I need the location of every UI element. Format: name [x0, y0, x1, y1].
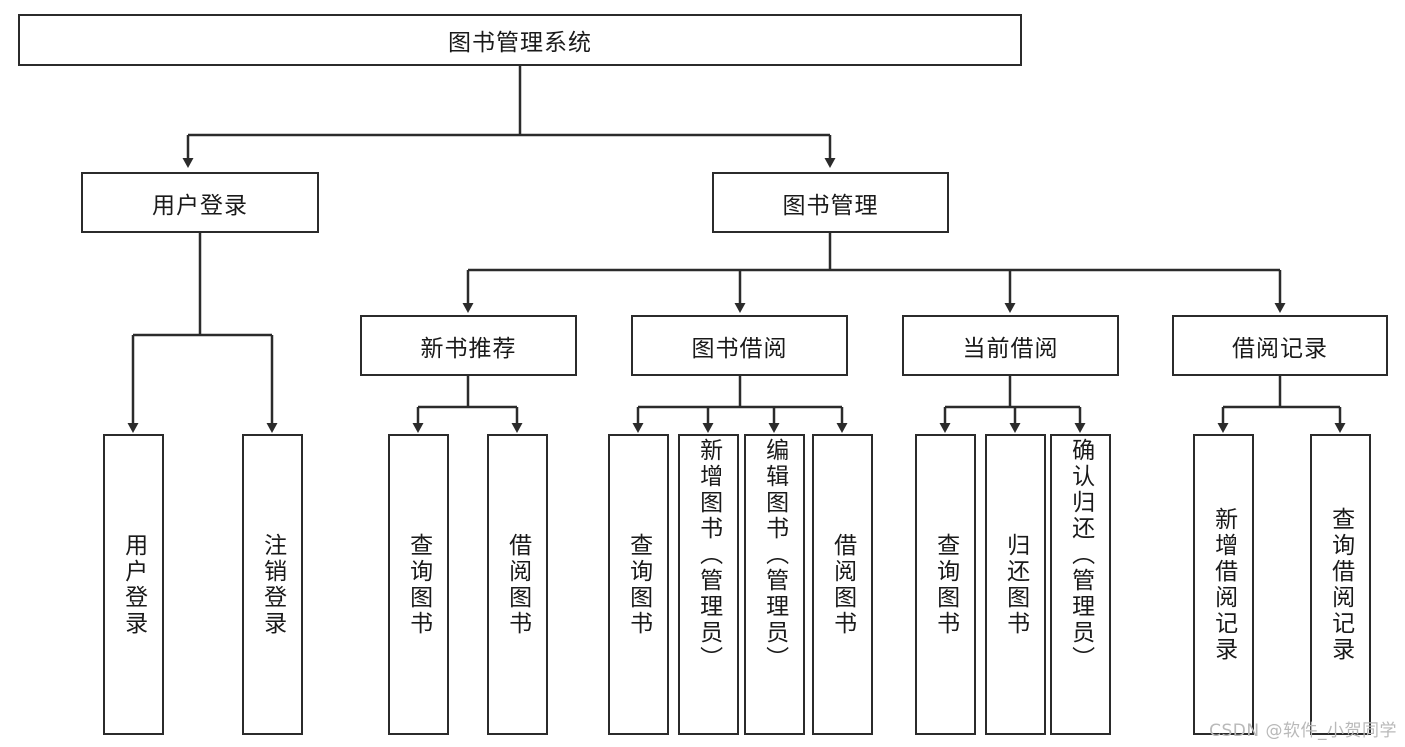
watermark-text: CSDN @软件_小贺同学	[1209, 721, 1397, 741]
leaf-book-borrow-query-book[interactable]: 查询图书	[608, 434, 669, 735]
leaf-label: 查询图书	[625, 532, 652, 637]
node-user-login-label: 用户登录	[152, 192, 248, 219]
node-book-borrow[interactable]: 图书借阅	[631, 315, 848, 376]
leaf-current-borrow-confirm-return-admin[interactable]: 确认归还（管理员）	[1050, 434, 1111, 735]
leaf-label: 借阅图书	[504, 532, 531, 637]
node-book-management-label: 图书管理	[782, 192, 879, 219]
node-root-label: 图书管理系统	[448, 30, 592, 56]
leaf-label: 用户登录	[120, 532, 147, 637]
leaf-new-book-query-book[interactable]: 查询图书	[388, 434, 449, 735]
leaf-label: 确认归还（管理员）	[1067, 438, 1094, 672]
node-user-login[interactable]: 用户登录	[81, 172, 319, 233]
leaf-label: 查询借阅记录	[1327, 506, 1354, 663]
leaf-label: 新增图书（管理员）	[695, 438, 722, 672]
leaf-label: 查询图书	[932, 532, 959, 637]
leaf-label: 编辑图书（管理员）	[761, 438, 788, 672]
node-borrow-record[interactable]: 借阅记录	[1172, 315, 1388, 376]
leaf-book-borrow-add-book-admin[interactable]: 新增图书（管理员）	[678, 434, 739, 735]
node-new-book-recommend-label: 新书推荐	[420, 335, 517, 362]
leaf-book-borrow-edit-book-admin[interactable]: 编辑图书（管理员）	[744, 434, 805, 735]
node-new-book-recommend[interactable]: 新书推荐	[360, 315, 577, 376]
node-book-borrow-label: 图书借阅	[691, 335, 788, 362]
leaf-borrow-record-add-record[interactable]: 新增借阅记录	[1193, 434, 1254, 735]
leaf-current-borrow-return-book[interactable]: 归还图书	[985, 434, 1046, 735]
leaf-user-login-login[interactable]: 用户登录	[103, 434, 164, 735]
leaf-borrow-record-query-record[interactable]: 查询借阅记录	[1310, 434, 1371, 735]
node-borrow-record-label: 借阅记录	[1232, 335, 1328, 362]
leaf-label: 新增借阅记录	[1210, 506, 1237, 663]
leaf-current-borrow-query-book[interactable]: 查询图书	[915, 434, 976, 735]
node-current-borrow-label: 当前借阅	[962, 335, 1059, 362]
node-book-management[interactable]: 图书管理	[712, 172, 949, 233]
leaf-user-login-logout[interactable]: 注销登录	[242, 434, 303, 735]
leaf-label: 注销登录	[259, 532, 286, 637]
node-current-borrow[interactable]: 当前借阅	[902, 315, 1119, 376]
leaf-label: 查询图书	[405, 532, 432, 637]
leaf-new-book-borrow-book[interactable]: 借阅图书	[487, 434, 548, 735]
leaf-book-borrow-borrow-book[interactable]: 借阅图书	[812, 434, 873, 735]
leaf-label: 归还图书	[1002, 532, 1029, 637]
leaf-label: 借阅图书	[829, 532, 856, 637]
node-root[interactable]: 图书管理系统	[18, 14, 1022, 66]
